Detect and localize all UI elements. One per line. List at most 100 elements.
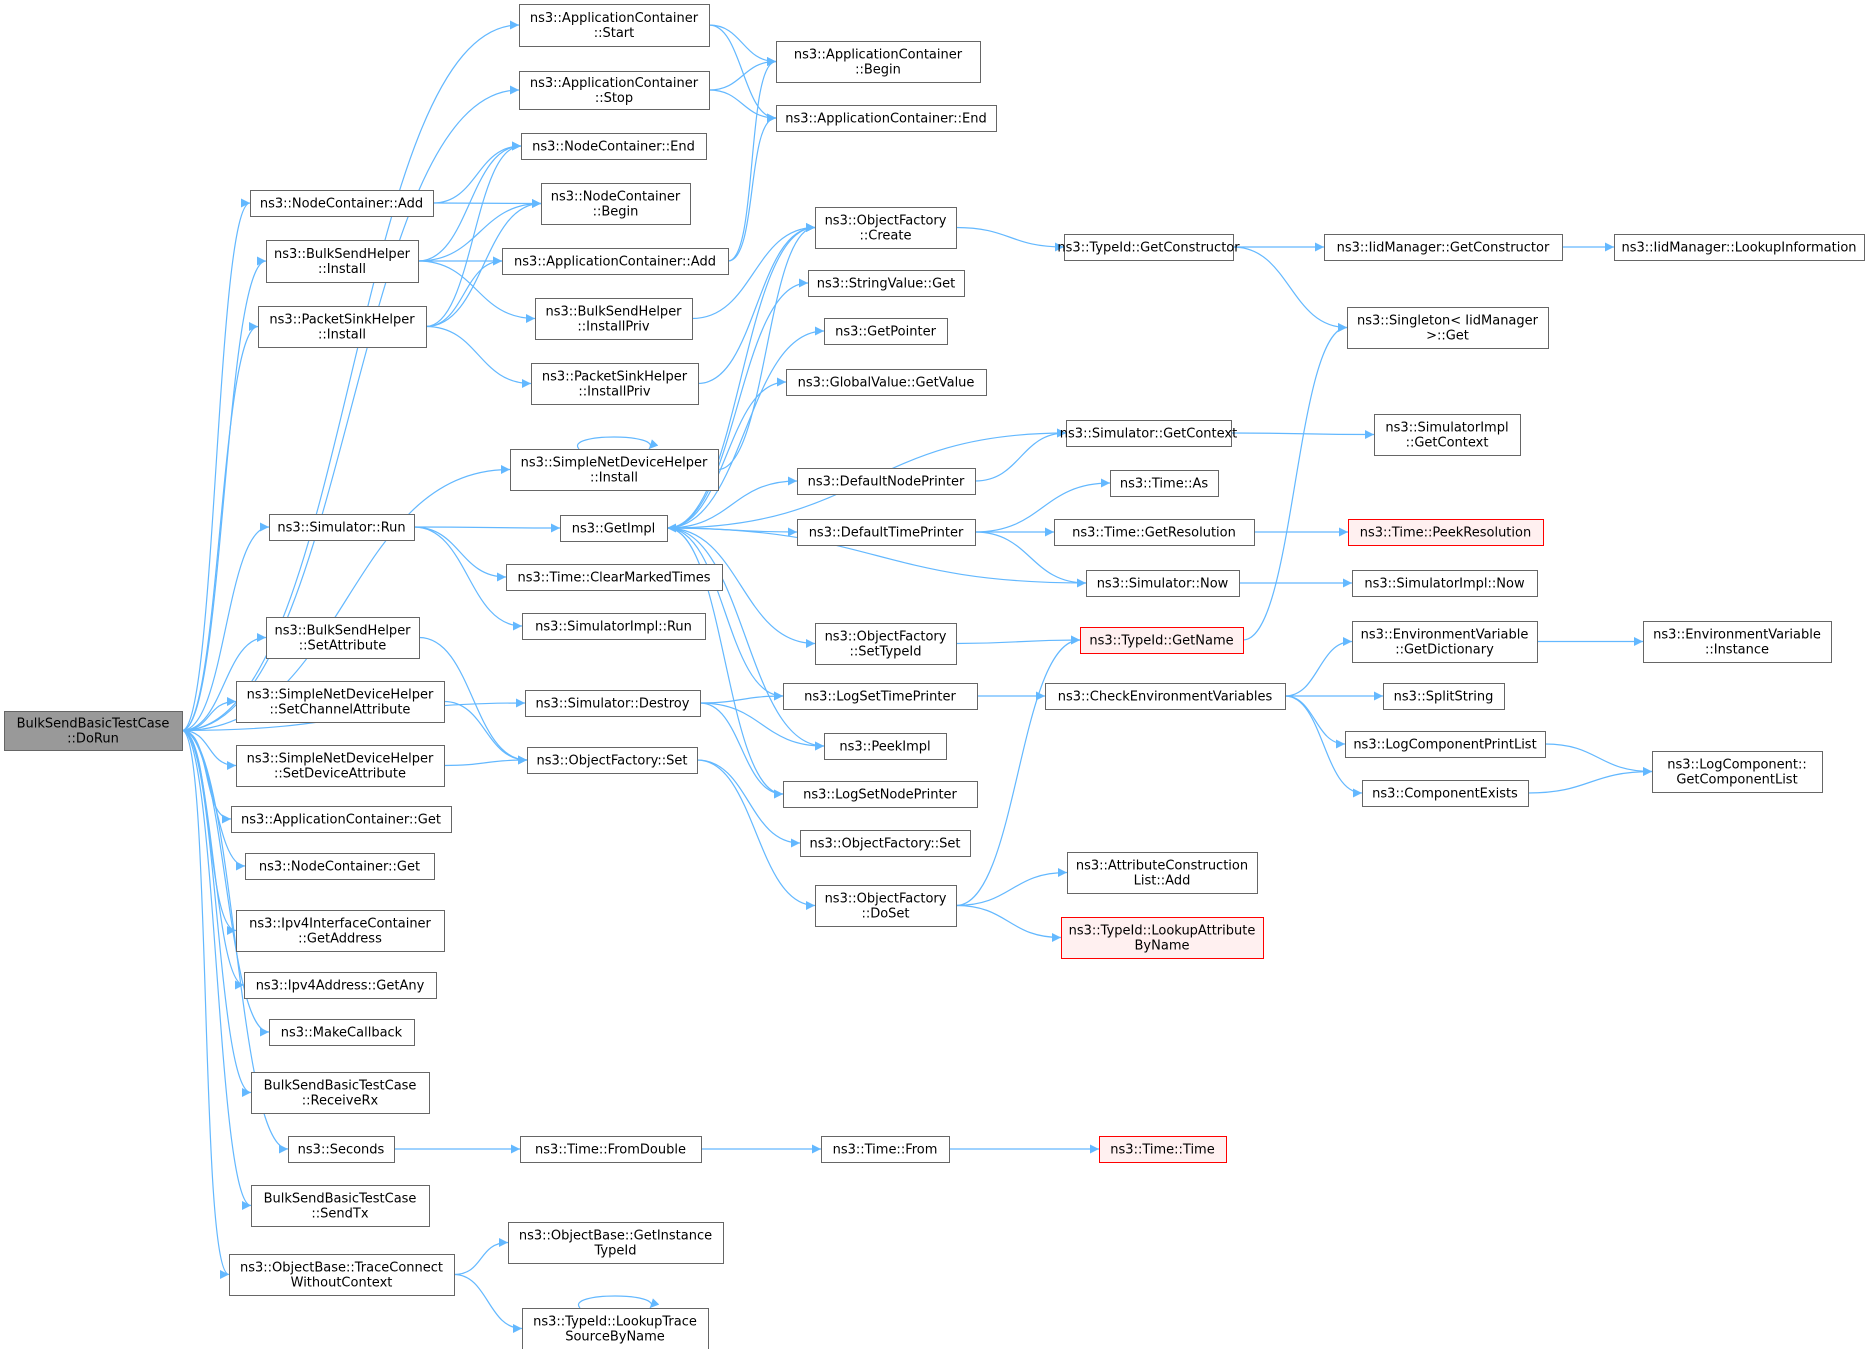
call-edge	[666, 527, 825, 751]
node-appEnd[interactable]: ns3::ApplicationContainer::End	[776, 105, 997, 132]
node-gvGetValue[interactable]: ns3::GlobalValue::GetValue	[786, 369, 987, 396]
node-snhInstall[interactable]: ns3::SimpleNetDeviceHelper::Install	[510, 449, 719, 491]
node-label: ns3::Seconds	[298, 1143, 385, 1158]
node-acGet[interactable]: ns3::ApplicationContainer::Get	[231, 806, 452, 833]
node-simGetContext[interactable]: ns3::Simulator::GetContext	[1060, 420, 1237, 447]
node-box	[783, 683, 978, 710]
node-siRun[interactable]: ns3::SimulatorImpl::Run	[522, 613, 706, 640]
node-label: ns3::Time::FromDouble	[535, 1143, 686, 1158]
node-checkEnv[interactable]: ns3::CheckEnvironmentVariables	[1045, 683, 1286, 710]
node-timeFromDouble[interactable]: ns3::Time::FromDouble	[520, 1136, 702, 1163]
node-timeTime[interactable]: ns3::Time::Time	[1099, 1136, 1227, 1163]
node-seconds[interactable]: ns3::Seconds	[288, 1136, 395, 1163]
node-logSetTimePrinter[interactable]: ns3::LogSetTimePrinter	[783, 683, 978, 710]
node-timeClearMarked[interactable]: ns3::Time::ClearMarkedTimes	[506, 564, 723, 591]
node-ncEnd[interactable]: ns3::NodeContainer::End	[521, 133, 707, 160]
node-logCompGetList[interactable]: ns3::LogComponent::GetComponentList	[1652, 751, 1823, 793]
node-defNodePrinter[interactable]: ns3::DefaultNodePrinter	[797, 468, 976, 495]
node-appBegin[interactable]: ns3::ApplicationContainer::Begin	[776, 41, 981, 83]
node-ipv4IfGetAddr[interactable]: ns3::Ipv4InterfaceContainer::GetAddress	[236, 910, 445, 952]
node-appAdd[interactable]: ns3::ApplicationContainer::Add	[502, 248, 729, 275]
node-box	[236, 681, 445, 723]
node-box	[266, 240, 419, 283]
call-edge	[1544, 743, 1653, 776]
call-edge	[666, 278, 809, 529]
node-label: ::InstallPriv	[578, 385, 650, 400]
node-simDestroy[interactable]: ns3::Simulator::Destroy	[525, 690, 701, 717]
node-siNow[interactable]: ns3::SimulatorImpl::Now	[1352, 570, 1538, 597]
node-bshInstall[interactable]: ns3::BulkSendHelper::Install	[266, 240, 419, 283]
node-defTimePrinter[interactable]: ns3::DefaultTimePrinter	[797, 519, 976, 546]
node-snhSetDevAttr[interactable]: ns3::SimpleNetDeviceHelper::SetDeviceAtt…	[236, 745, 445, 787]
node-pshInstall[interactable]: ns3::PacketSinkHelper::Install	[258, 306, 427, 348]
node-box	[1054, 519, 1255, 546]
node-peekImpl[interactable]: ns3::PeekImpl	[824, 733, 947, 760]
call-edge	[425, 141, 522, 328]
node-iidLookup[interactable]: ns3::IidManager::LookupInformation	[1614, 234, 1865, 261]
call-edge	[696, 759, 816, 910]
node-bshSetAttr[interactable]: ns3::BulkSendHelper::SetAttribute	[266, 617, 420, 659]
node-box	[786, 369, 987, 396]
call-edge	[666, 326, 825, 529]
node-timeFrom[interactable]: ns3::Time::From	[821, 1136, 950, 1163]
node-envGetDict[interactable]: ns3::EnvironmentVariable::GetDictionary	[1352, 621, 1538, 663]
node-ncAdd[interactable]: ns3::NodeContainer::Add	[250, 190, 434, 217]
node-logSetNodePrinter[interactable]: ns3::LogSetNodePrinter	[783, 781, 978, 808]
node-ofSet[interactable]: ns3::ObjectFactory::Set	[527, 747, 698, 774]
call-edge	[417, 260, 536, 323]
call-edge	[699, 702, 784, 799]
node-getPointer[interactable]: ns3::GetPointer	[824, 318, 948, 345]
node-timeAs[interactable]: ns3::Time::As	[1110, 470, 1219, 497]
node-ncBegin[interactable]: ns3::NodeContainer::Begin	[541, 183, 691, 225]
node-box	[236, 910, 445, 952]
node-iidGetCtor[interactable]: ns3::IidManager::GetConstructor	[1324, 234, 1563, 261]
node-siGetContext[interactable]: ns3::SimulatorImpl::GetContext	[1374, 414, 1521, 456]
node-simRun[interactable]: ns3::Simulator::Run	[269, 514, 415, 541]
node-strGet[interactable]: ns3::StringValue::Get	[808, 270, 965, 297]
node-label: ::DoRun	[67, 732, 119, 747]
node-getCtor[interactable]: ns3::TypeId::GetConstructor	[1057, 234, 1240, 261]
node-box	[244, 972, 437, 999]
node-traceConnect[interactable]: ns3::ObjectBase::TraceConnectWithoutCont…	[229, 1254, 455, 1296]
node-label: ::Begin	[593, 205, 639, 220]
node-ofSet2[interactable]: ns3::ObjectFactory::Set	[800, 830, 971, 857]
node-box	[251, 1072, 430, 1114]
call-edge	[708, 57, 777, 91]
node-ofDoSet[interactable]: ns3::ObjectFactory::DoSet	[815, 885, 957, 927]
node-snhSetChanAttr[interactable]: ns3::SimpleNetDeviceHelper::SetChannelAt…	[236, 681, 445, 723]
node-appStop[interactable]: ns3::ApplicationContainer::Stop	[519, 71, 710, 110]
node-root[interactable]: BulkSendBasicTestCase::DoRun	[4, 711, 183, 751]
node-label: ns3::ApplicationContainer::End	[785, 112, 986, 127]
node-box	[1374, 414, 1521, 456]
node-box	[800, 830, 971, 857]
node-box	[1352, 570, 1538, 597]
node-box	[1110, 470, 1219, 497]
node-typeIdGetName[interactable]: ns3::TypeId::GetName	[1080, 627, 1244, 654]
node-makeCallback[interactable]: ns3::MakeCallback	[269, 1019, 415, 1046]
node-pshInstallPriv[interactable]: ns3::PacketSinkHelper::InstallPriv	[531, 363, 699, 405]
node-bshInstallPriv[interactable]: ns3::BulkSendHelper::InstallPriv	[535, 298, 693, 340]
node-ncGet[interactable]: ns3::NodeContainer::Get	[245, 853, 435, 880]
node-ipv4GetAny[interactable]: ns3::Ipv4Address::GetAny	[244, 972, 437, 999]
node-ofSetTypeId[interactable]: ns3::ObjectFactory::SetTypeId	[815, 623, 957, 665]
node-singletonGet[interactable]: ns3::Singleton< IidManager >::Get	[1347, 307, 1549, 349]
node-box	[1362, 780, 1529, 807]
node-label: GetComponentList	[1676, 773, 1797, 788]
node-logCompPrintList[interactable]: ns3::LogComponentPrintList	[1345, 731, 1546, 758]
node-sendTx[interactable]: BulkSendBasicTestCase::SendTx	[251, 1185, 430, 1227]
node-label: ns3::Simulator::Destroy	[536, 697, 690, 712]
node-simNow[interactable]: ns3::Simulator::Now	[1086, 570, 1240, 597]
node-timeGetRes[interactable]: ns3::Time::GetResolution	[1054, 519, 1255, 546]
node-getImpl[interactable]: ns3::GetImpl	[560, 515, 668, 542]
node-envInstance[interactable]: ns3::EnvironmentVariable::Instance	[1643, 621, 1832, 663]
node-ofCreate[interactable]: ns3::ObjectFactory::Create	[815, 207, 957, 249]
node-splitString[interactable]: ns3::SplitString	[1383, 683, 1505, 710]
node-receiveRx[interactable]: BulkSendBasicTestCase::ReceiveRx	[251, 1072, 430, 1114]
node-timePeekRes[interactable]: ns3::Time::PeekResolution	[1348, 519, 1544, 546]
node-appStart[interactable]: ns3::ApplicationContainer::Start	[519, 4, 710, 47]
node-compExists[interactable]: ns3::ComponentExists	[1362, 780, 1529, 807]
